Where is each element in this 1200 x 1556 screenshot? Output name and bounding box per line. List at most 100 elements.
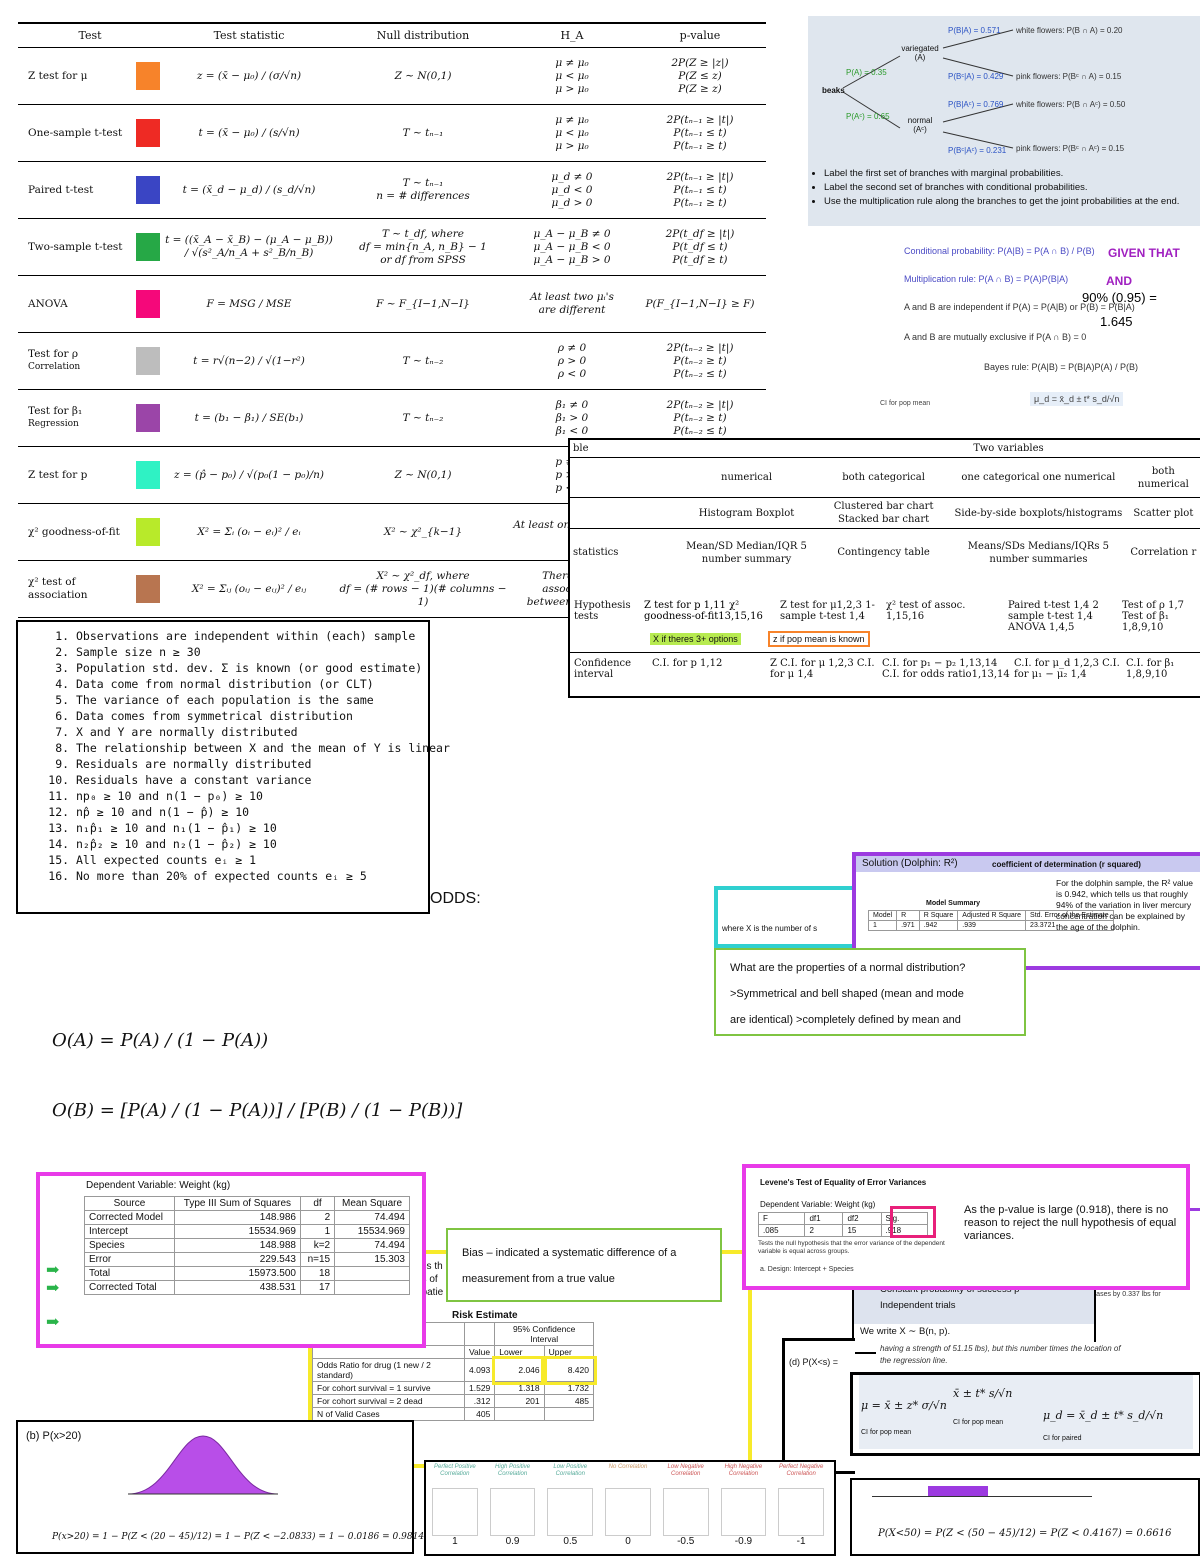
summary-hyp-label: Hypothesis tests — [574, 600, 631, 622]
test-ha: μ_d ≠ 0 μ_d < 0 μ_d > 0 — [510, 161, 634, 219]
scatter-plot — [778, 1488, 824, 1536]
test-null: T ∼ tₙ₋₁ n = # differences — [336, 161, 510, 219]
risk-title: Risk Estimate — [452, 1310, 518, 1321]
risk-cell: 1.318 — [494, 1381, 545, 1395]
tree-diagram: beaks P(A) = 0.35 P(Aᶜ) = 0.65 variegate… — [808, 16, 1200, 226]
risk-cell: .312 — [464, 1394, 496, 1408]
risk-cell: 405 — [464, 1407, 496, 1421]
sig-highlight — [890, 1206, 936, 1238]
assumption-item: Sample size n ≥ 30 — [76, 644, 428, 660]
summary-ci: C.I. for p 1,12 — [652, 658, 723, 669]
summary-table: ble Two variables numerical both categor… — [568, 438, 1200, 698]
risk-col: Lower — [494, 1345, 545, 1359]
test-name: Z test for μ — [28, 69, 88, 82]
test-pvalue: 2P(tₙ₋₁ ≥ |t|) P(tₙ₋₁ ≤ t) P(tₙ₋₁ ≥ t) — [634, 104, 766, 162]
test-name: χ² goodness-of-fit — [28, 525, 120, 538]
test-null: T ∼ tₙ₋₂ — [336, 332, 510, 390]
rule-and: AND — [1106, 274, 1132, 288]
test-null: F ∼ F_{I−1,N−I} — [336, 275, 510, 333]
purple-text: the regression line. — [880, 1356, 948, 1365]
header-stat: Test statistic — [162, 22, 336, 48]
anova-cell: 148.988 — [173, 1238, 301, 1253]
tree-bullet: Use the multiplication rule along the br… — [824, 196, 1200, 207]
anova-cell: 74.494 — [334, 1238, 410, 1253]
purple-text: having a strength of 51.15 lbs), but thi… — [880, 1344, 1121, 1353]
summary-graph: Histogram Boxplot — [698, 507, 795, 519]
test-row: One-sample t-test t = (x̄ − μ₀) / (s/√n)… — [18, 104, 766, 162]
assumption-item: n₁p̂₁ ≥ 10 and n₁(1 − p̂₁) ≥ 10 — [76, 820, 428, 836]
scatter-title: No Correlation — [608, 1464, 648, 1470]
arrow-icon: ➡ — [46, 1312, 60, 1331]
test-name-cell: Z test for p — [18, 446, 162, 504]
test-name-cell: χ² goodness-of-fit — [18, 503, 162, 561]
normal-answer-1: >Symmetrical and bell shaped (mean and m… — [730, 988, 964, 1000]
scatter-title: Low Positive Correlation — [553, 1464, 588, 1477]
test-name-cell: Two-sample t-test — [18, 218, 162, 276]
normal-question: What are the properties of a normal dist… — [730, 962, 966, 974]
rule-confidence: 90% (0.95) = — [1082, 290, 1157, 305]
test-ha: At least two μᵢ's are different — [510, 275, 634, 333]
anova-cell: Intercept — [84, 1224, 175, 1239]
assumption-item: X and Y are normally distributed — [76, 724, 428, 740]
risk-cell: 485 — [543, 1394, 595, 1408]
scatter-panel: Perfect Positive Correlation 1 — [426, 1462, 484, 1550]
anova-cell: 148.986 — [173, 1210, 301, 1225]
anova-cell: Error — [84, 1252, 175, 1267]
anova-cell — [334, 1280, 410, 1295]
test-name: Z test for p — [28, 468, 88, 481]
risk-cell: 2.046 — [491, 1355, 548, 1385]
summary-header-left: ble — [573, 443, 589, 454]
levene-dep: Dependent Variable: Weight (kg) — [760, 1200, 876, 1209]
color-swatch — [136, 290, 160, 318]
test-stat: t = ((x̄_A − x̄_B) − (μ_A − μ_B)) / √(s²… — [162, 218, 336, 276]
test-pvalue: P(F_{I−1,N−I} ≥ F) — [634, 275, 766, 333]
anova-cell: 15534.969 — [334, 1224, 410, 1239]
color-swatch — [136, 233, 160, 261]
dolphin-cell: .939 — [957, 920, 1027, 931]
summary-stat: Contingency table — [837, 547, 930, 559]
ci-pop-label: CI for pop mean — [861, 1429, 912, 1436]
color-swatch — [136, 575, 160, 603]
pgt-formula: P(x>20) = 1 − P(Z < (20 − 45)/12) = 1 − … — [52, 1532, 425, 1542]
scatter-panel: High Positive Correlation 0.9 — [484, 1462, 542, 1550]
color-swatch — [136, 119, 160, 147]
ci-paired: μ_d = x̄_d ± t* s_d/√n — [1043, 1409, 1164, 1422]
scatter-plot — [547, 1488, 594, 1536]
test-subname: Regression — [28, 419, 79, 429]
dolphin-col: Model — [867, 910, 898, 921]
rule-multiplication: Multiplication rule: P(A ∩ B) = P(A)P(B|… — [904, 274, 1069, 284]
summary-col: one categorical one numerical — [961, 472, 1116, 483]
scatter-plot — [605, 1488, 651, 1536]
black-box-left: (d) P(X<s) = — [782, 1338, 855, 1474]
bias-text: Bias – indicated a systematic difference… — [462, 1247, 677, 1285]
anova-cell: 15534.969 — [173, 1224, 301, 1239]
scatter-panel: Low Negative Correlation -0.5 — [657, 1462, 715, 1550]
assumption-item: The variance of each population is the s… — [76, 692, 428, 708]
summary-ci: C.I. for μ_d 1,2,3 C.I. for μ₁ − μ₂ 1,4 — [1014, 658, 1120, 680]
test-stat: X² = Σᵢⱼ (oᵢⱼ − eᵢⱼ)² / eᵢⱼ — [162, 560, 336, 618]
anova-cell: 15.303 — [334, 1252, 410, 1267]
dolphin-cell: 23.3721 — [1025, 920, 1114, 931]
odds-formula-b: O(B) = [P(A) / (1 − P(A))] / [P(B) / (1 … — [52, 1100, 463, 1121]
anova-cell — [334, 1266, 410, 1281]
color-swatch — [136, 347, 160, 375]
anova-cell: 2 — [299, 1210, 336, 1225]
assumption-item: Data come from normal distribution (or C… — [76, 676, 428, 692]
tree-leaf-4: pink flowers: P(Bᶜ ∩ Aᶜ) = 0.15 — [1016, 144, 1125, 153]
tree-bullets: Label the first set of branches with mar… — [812, 168, 1200, 210]
levene-cell: 15 — [842, 1224, 882, 1237]
test-pvalue: 2P(tₙ₋₂ ≥ |t|) P(tₙ₋₂ ≥ t) P(tₙ₋₂ ≤ t) — [634, 389, 766, 447]
summary-graph: Scatter plot — [1133, 507, 1194, 519]
test-pvalue: 2P(Z ≥ |z|) P(Z ≤ z) P(Z ≥ z) — [634, 47, 766, 105]
probability-rules: Conditional probability: P(A|B) = P(A ∩ … — [870, 240, 1200, 430]
summary-ci: C.I. for β₁ 1,8,9,10 — [1126, 658, 1175, 680]
risk-cell: 1.529 — [464, 1381, 496, 1395]
risk-cell: For cohort survival = 1 survive — [311, 1381, 466, 1395]
rule-ci-label: CI for pop mean — [880, 400, 931, 407]
header-pvalue: p-value — [634, 22, 766, 48]
test-stat: t = (x̄ − μ₀) / (s/√n) — [162, 104, 336, 162]
